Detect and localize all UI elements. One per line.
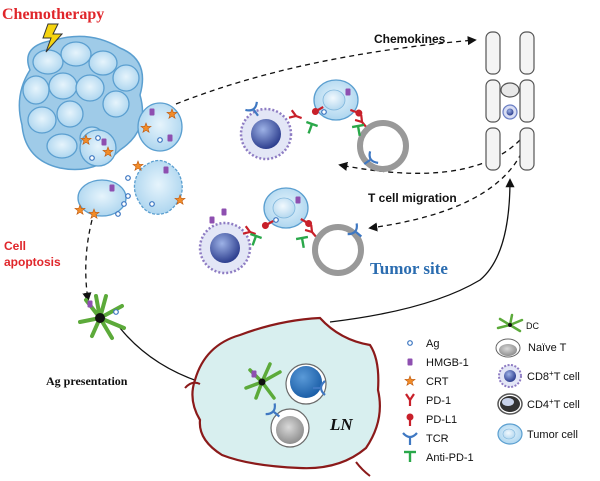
lower-links [241, 223, 321, 251]
ln-label: LN [329, 415, 353, 434]
svg-text:CRT: CRT [426, 376, 449, 388]
svg-text:Tumor cell: Tumor cell [527, 429, 578, 441]
legend-item-tcr: TCR [401, 431, 449, 447]
dc-to-ln-line [119, 327, 201, 383]
legend-item-ag: Ag [407, 338, 439, 350]
apoptotic-cell-2 [137, 102, 183, 152]
legend-item-tumor-cell: Tumor cell [497, 423, 578, 445]
svg-text:Naïve T: Naïve T [528, 342, 567, 354]
svg-text:CD8+T cell: CD8+T cell [527, 369, 580, 383]
lymph-node [184, 316, 381, 477]
tumor-cluster [18, 35, 144, 171]
svg-text:DC: DC [526, 321, 539, 331]
lightning-bolt-icon [42, 23, 64, 53]
dendritic-cell [78, 294, 126, 340]
t-cell-migration-label: T cell migration [368, 191, 457, 205]
ln-naive-t-cell [264, 402, 310, 448]
svg-text:HMGB-1: HMGB-1 [426, 357, 469, 369]
svg-text:PD-1: PD-1 [426, 395, 451, 407]
migration-arrow-lower [368, 144, 526, 232]
apoptotic-cell-4 [125, 159, 186, 215]
cell-apoptosis-label-line1: Cell [4, 239, 26, 253]
ln-to-vessel-arrow [329, 178, 515, 323]
legend-item-cd4: CD4+T cell [497, 393, 580, 415]
legend-left: Ag HMGB-1 CRT PD-1 PD-L1 TCR Anti-PD-1 [401, 338, 474, 464]
legend-item-hmgb1: HMGB-1 [407, 357, 469, 369]
svg-text:CD4+T cell: CD4+T cell [527, 397, 580, 411]
chemokines-label: Chemokines [374, 32, 446, 46]
tumor-cell-upper [309, 79, 365, 121]
legend-item-pdl1: PD-L1 [405, 412, 457, 428]
tumor-site-label: Tumor site [370, 259, 448, 278]
svg-text:Ag: Ag [426, 338, 439, 350]
apoptosis-to-dc-arrow [82, 219, 93, 302]
naive-t-upper [357, 120, 409, 172]
apoptotic-cell-3 [74, 179, 127, 219]
ag-presentation-label: Ag presentation [46, 374, 128, 388]
legend-item-crt: CRT [404, 375, 449, 388]
cd8-t-cell-upper [239, 100, 293, 161]
legend-item-dc: DC [496, 313, 539, 333]
blood-vessel [485, 31, 535, 171]
legend-item-anti-pd1: Anti-PD-1 [402, 450, 474, 464]
ln-cd8-t-cell [285, 363, 327, 405]
cell-apoptosis-label-line2: apoptosis [4, 255, 61, 269]
chemokines-arrow [175, 36, 477, 105]
legend-item-cd8: CD8+T cell [498, 364, 580, 388]
legend-right: DC Naïve T CD8+T cell CD4+T cell Tumor c… [495, 313, 580, 445]
legend-item-naive-t: Naïve T [495, 338, 567, 358]
legend-item-pd1: PD-1 [404, 392, 451, 408]
svg-text:Anti-PD-1: Anti-PD-1 [426, 452, 474, 464]
apoptotic-cell-1 [79, 129, 117, 167]
tumor-cell-lower [259, 187, 315, 232]
svg-text:TCR: TCR [426, 433, 449, 445]
svg-text:PD-L1: PD-L1 [426, 414, 457, 426]
naive-t-lower [312, 222, 367, 276]
ln-dendritic-cell [244, 362, 282, 400]
chemotherapy-label: Chemotherapy [2, 6, 104, 23]
cd8-t-cell-lower [198, 208, 252, 275]
